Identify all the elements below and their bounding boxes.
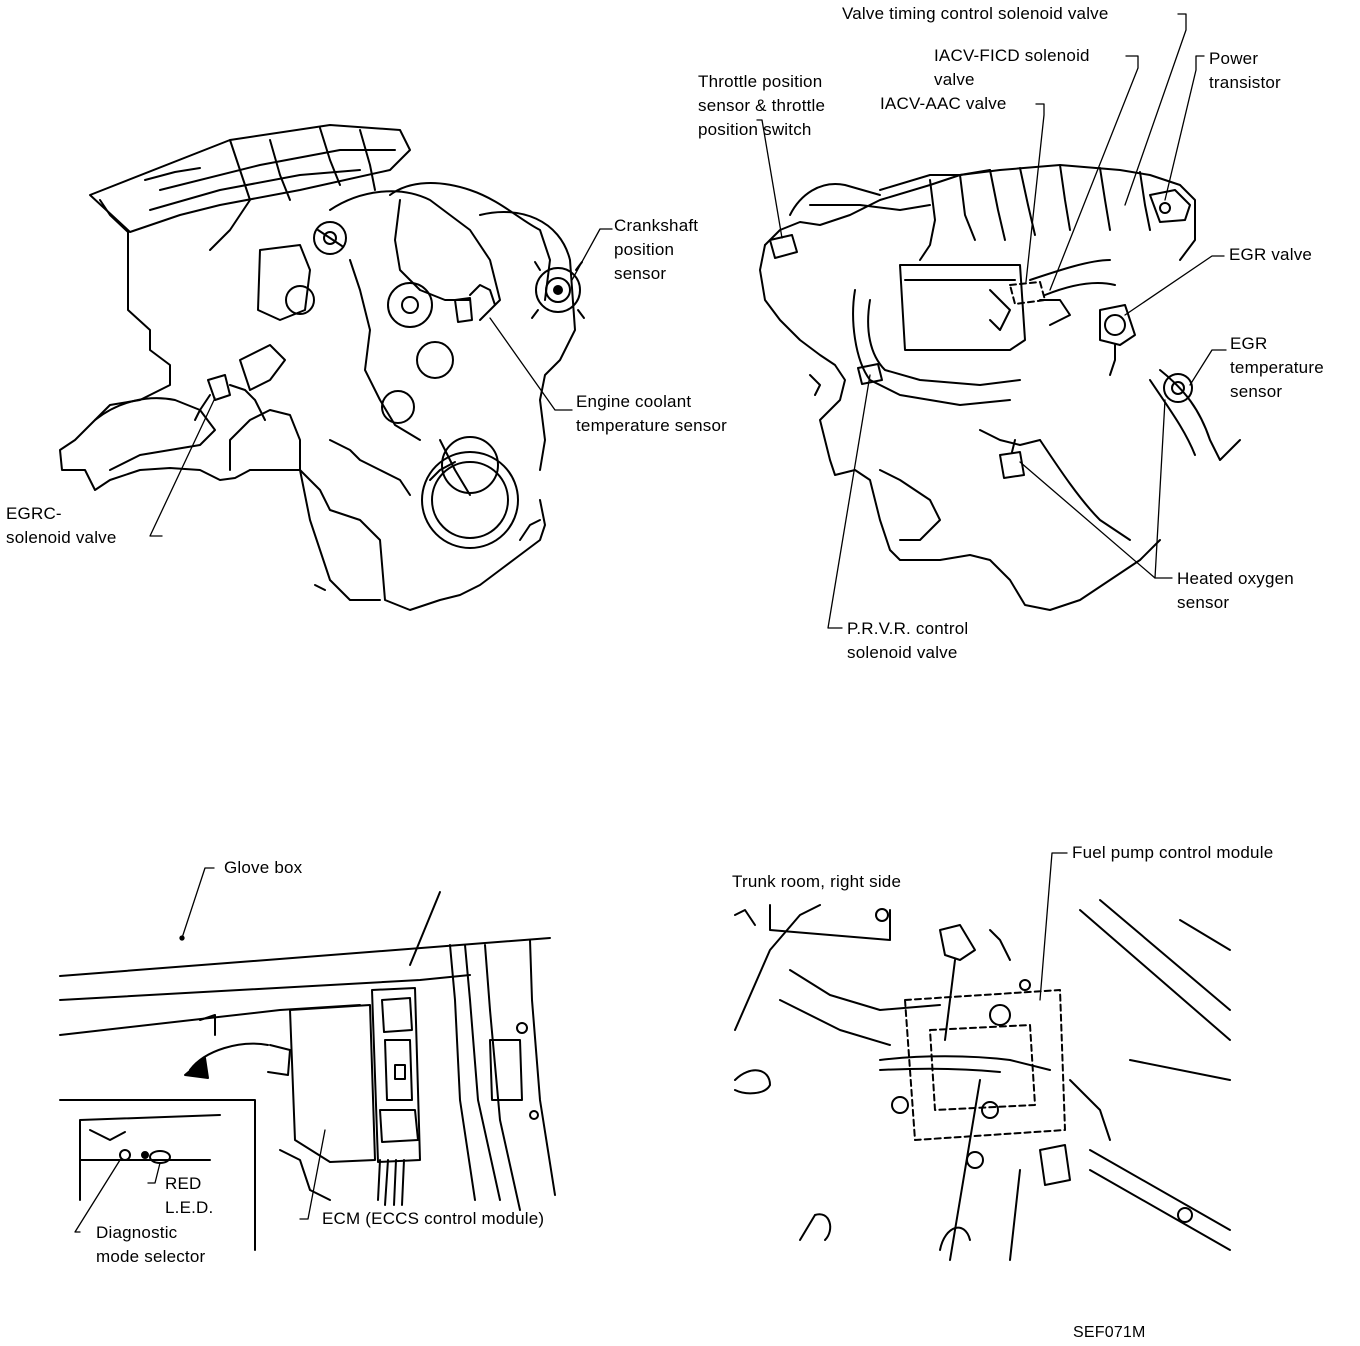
trunk-leaders bbox=[1039, 852, 1068, 1001]
label-crankshaft-position-sensor: Crankshaft position sensor bbox=[614, 216, 699, 283]
glovebox-illustration bbox=[59, 891, 556, 1251]
label-diagnostic-mode-selector: Diagnostic mode selector bbox=[96, 1223, 206, 1266]
label-heated-oxygen-sensor: Heated oxygen sensor bbox=[1177, 569, 1294, 612]
label-egrc-solenoid-valve: EGRC- solenoid valve bbox=[6, 504, 117, 547]
left-engine-leaders bbox=[149, 228, 613, 537]
label-prvr-control-solenoid-valve: P.R.V.R. control solenoid valve bbox=[847, 619, 969, 662]
figure-code: SEF071M bbox=[1073, 1324, 1146, 1341]
label-engine-coolant-temperature-sensor: Engine coolant temperature sensor bbox=[576, 392, 728, 435]
label-glove-box: Glove box bbox=[224, 858, 303, 877]
label-fuel-pump-control-module: Fuel pump control module bbox=[1072, 843, 1274, 862]
label-iacv-ficd-solenoid-valve: IACV-FICD solenoid valve bbox=[934, 46, 1090, 89]
label-ecm: ECM (ECCS control module) bbox=[322, 1209, 545, 1228]
label-valve-timing-control-solenoid-valve: Valve timing control solenoid valve bbox=[842, 4, 1109, 23]
label-egr-temperature-sensor: EGR temperature sensor bbox=[1230, 334, 1324, 401]
right-engine-illustration bbox=[759, 164, 1241, 611]
trunk-illustration bbox=[734, 899, 1231, 1261]
left-engine-illustration bbox=[59, 124, 585, 611]
glovebox-leaders bbox=[74, 867, 326, 1233]
label-trunk-room-right-side: Trunk room, right side bbox=[732, 872, 902, 891]
right-engine-leaders bbox=[756, 13, 1227, 629]
label-throttle-position-sensor: Throttle position sensor & throttle posi… bbox=[698, 72, 826, 139]
label-red-led: RED L.E.D. bbox=[165, 1174, 214, 1217]
label-power-transistor: Power transistor bbox=[1209, 49, 1281, 92]
label-egr-valve: EGR valve bbox=[1229, 245, 1313, 264]
label-iacv-aac-valve: IACV-AAC valve bbox=[880, 94, 1007, 113]
